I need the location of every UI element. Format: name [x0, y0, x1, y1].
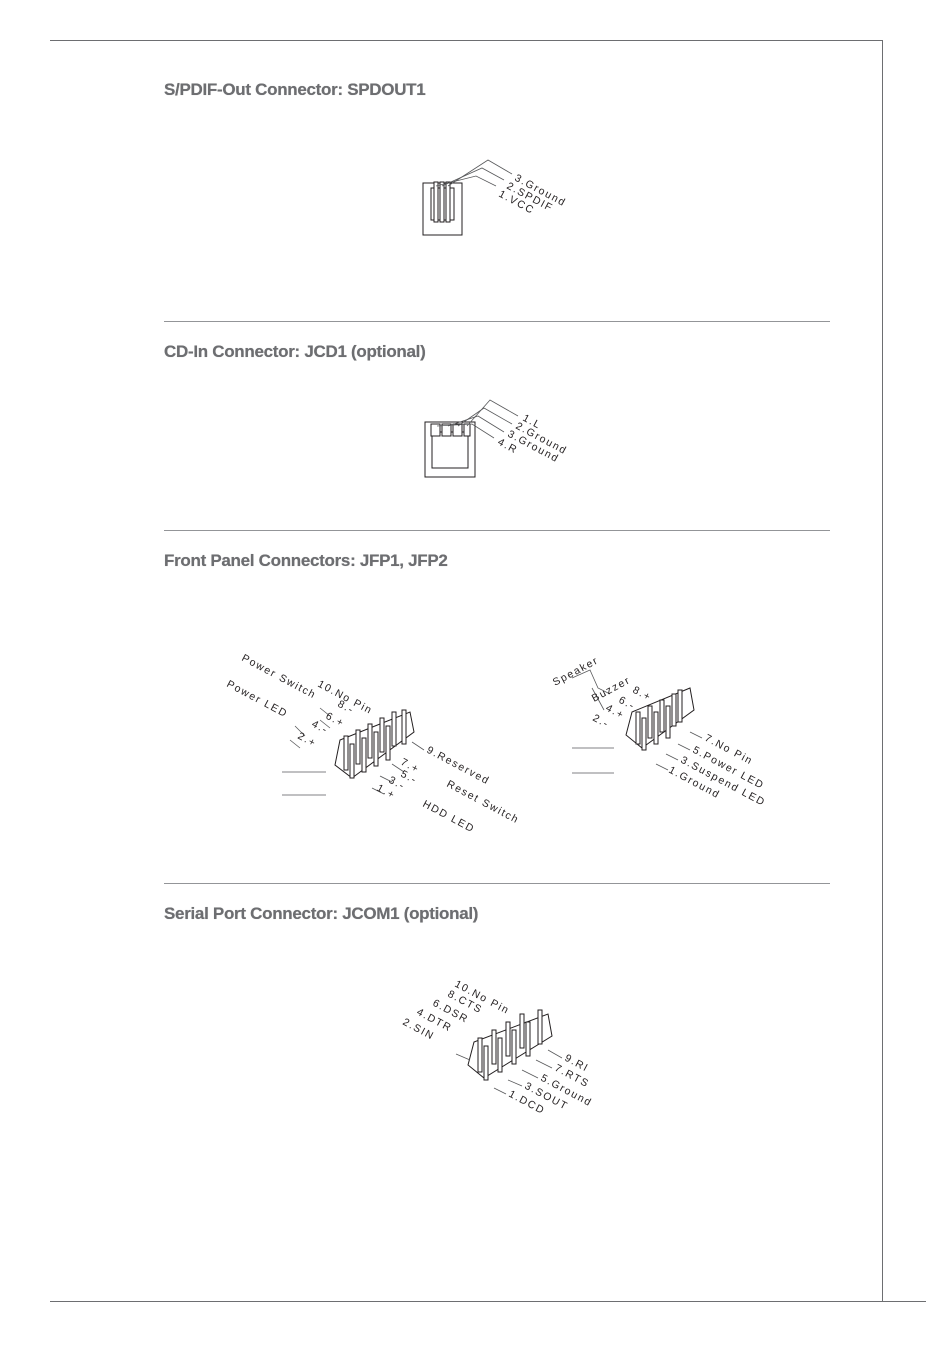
cdin-connector	[424, 421, 476, 478]
jfp1-connector	[334, 709, 415, 779]
serial-diagram: 10.No Pin 8.CTS 6.DSR 4.DTR 2.SIN 9.RI 7…	[0, 970, 950, 1120]
jfp2-speaker-label: Speaker	[551, 654, 601, 688]
spdif-diagram: 3.Ground 2.SPDIF 1.VCC	[0, 150, 950, 250]
cdin-diagram: 1.L 2.Ground 3.Ground 4.R	[0, 390, 950, 500]
page-top-rule	[50, 40, 882, 41]
page-right-rule	[882, 40, 883, 1302]
page-bottom-rule	[50, 1301, 926, 1302]
jfp2-connector	[625, 687, 695, 751]
spdif-connector	[422, 181, 463, 236]
section-divider-1	[164, 321, 830, 322]
front-panel-heading: Front Panel Connectors: JFP1, JFP2	[164, 551, 448, 570]
serial-heading: Serial Port Connector: JCOM1 (optional)	[164, 904, 479, 923]
section-divider-3	[164, 883, 830, 884]
jcom1-connector	[467, 1009, 553, 1081]
jfp1-power-led-label: Power LED	[225, 678, 290, 720]
jfp1-hdd-led-label: HDD LED	[421, 798, 477, 835]
jfp1-pin-9-label: 9.Reserved	[425, 744, 492, 787]
section-divider-2	[164, 530, 830, 531]
cdin-heading: CD-In Connector: JCD1 (optional)	[164, 342, 426, 361]
spdif-heading: S/PDIF-Out Connector: SPDOUT1	[164, 80, 426, 99]
front-panel-diagram: Power Switch Power LED 10.No Pin 8.- 6.+…	[0, 640, 950, 860]
